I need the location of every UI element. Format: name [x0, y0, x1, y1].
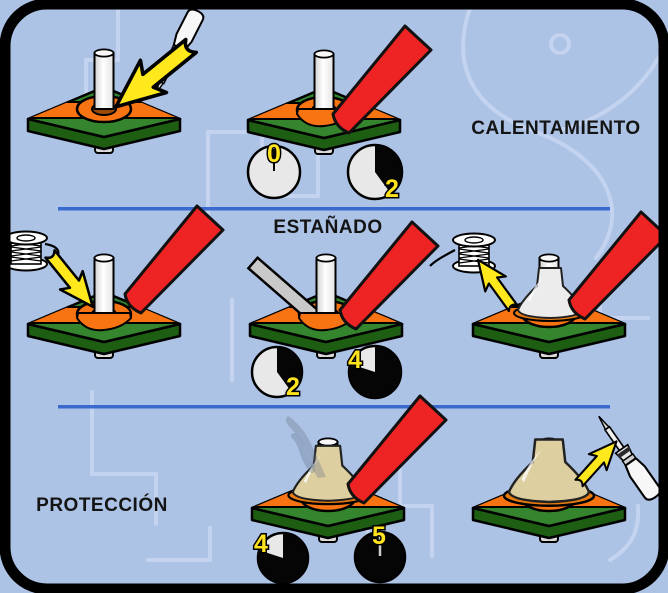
divider-line-2: [58, 405, 610, 409]
timer-clock-tinning-end: 4: [347, 345, 403, 400]
timer-value: 2: [385, 175, 399, 203]
solder-wire-spool-icon: [4, 230, 48, 272]
timer-value: 5: [372, 522, 386, 550]
timer-value: 0: [267, 140, 281, 168]
panel-tinning-step3: [429, 210, 668, 358]
hot-iron-tip-icon: [338, 220, 440, 331]
component-pin: [93, 48, 115, 110]
divider-line-1: [58, 207, 610, 211]
section-label-heating: CALENTAMIENTO: [471, 118, 640, 139]
timer-clock-protection-start: 4: [253, 529, 310, 585]
solder-wire: [429, 249, 456, 267]
panel-protection-step1: [250, 394, 448, 542]
panel-heating-step2: [246, 24, 433, 154]
timer-value: 4: [254, 530, 268, 558]
panel-protection-step2: [471, 410, 664, 542]
timer-value: 4: [348, 346, 362, 374]
panel-tinning-step2: [246, 220, 440, 358]
hot-iron-tip-icon: [346, 394, 448, 505]
component-pin: [313, 49, 335, 111]
timer-value: 2: [286, 373, 300, 401]
smoke-wisp: [291, 433, 315, 473]
panel-tinning-step1: [4, 204, 225, 358]
hot-iron-tip-icon: [123, 204, 225, 315]
section-label-protection: PROTECCIÓN: [36, 494, 168, 516]
section-label-tinning: ESTAÑADO: [273, 216, 382, 238]
component-pin: [315, 253, 337, 315]
component-pin: [93, 253, 115, 315]
smoke-wisp: [285, 416, 326, 478]
timer-clock-heating-start: 0: [246, 139, 302, 200]
timer-clock-heating-end: 2: [346, 143, 404, 205]
timer-clock-protection-end: 5: [353, 521, 407, 584]
timer-clock-tinning-start: 2: [250, 345, 304, 403]
hot-iron-tip-icon: [567, 210, 668, 321]
panel-heating-step1: [26, 6, 207, 153]
